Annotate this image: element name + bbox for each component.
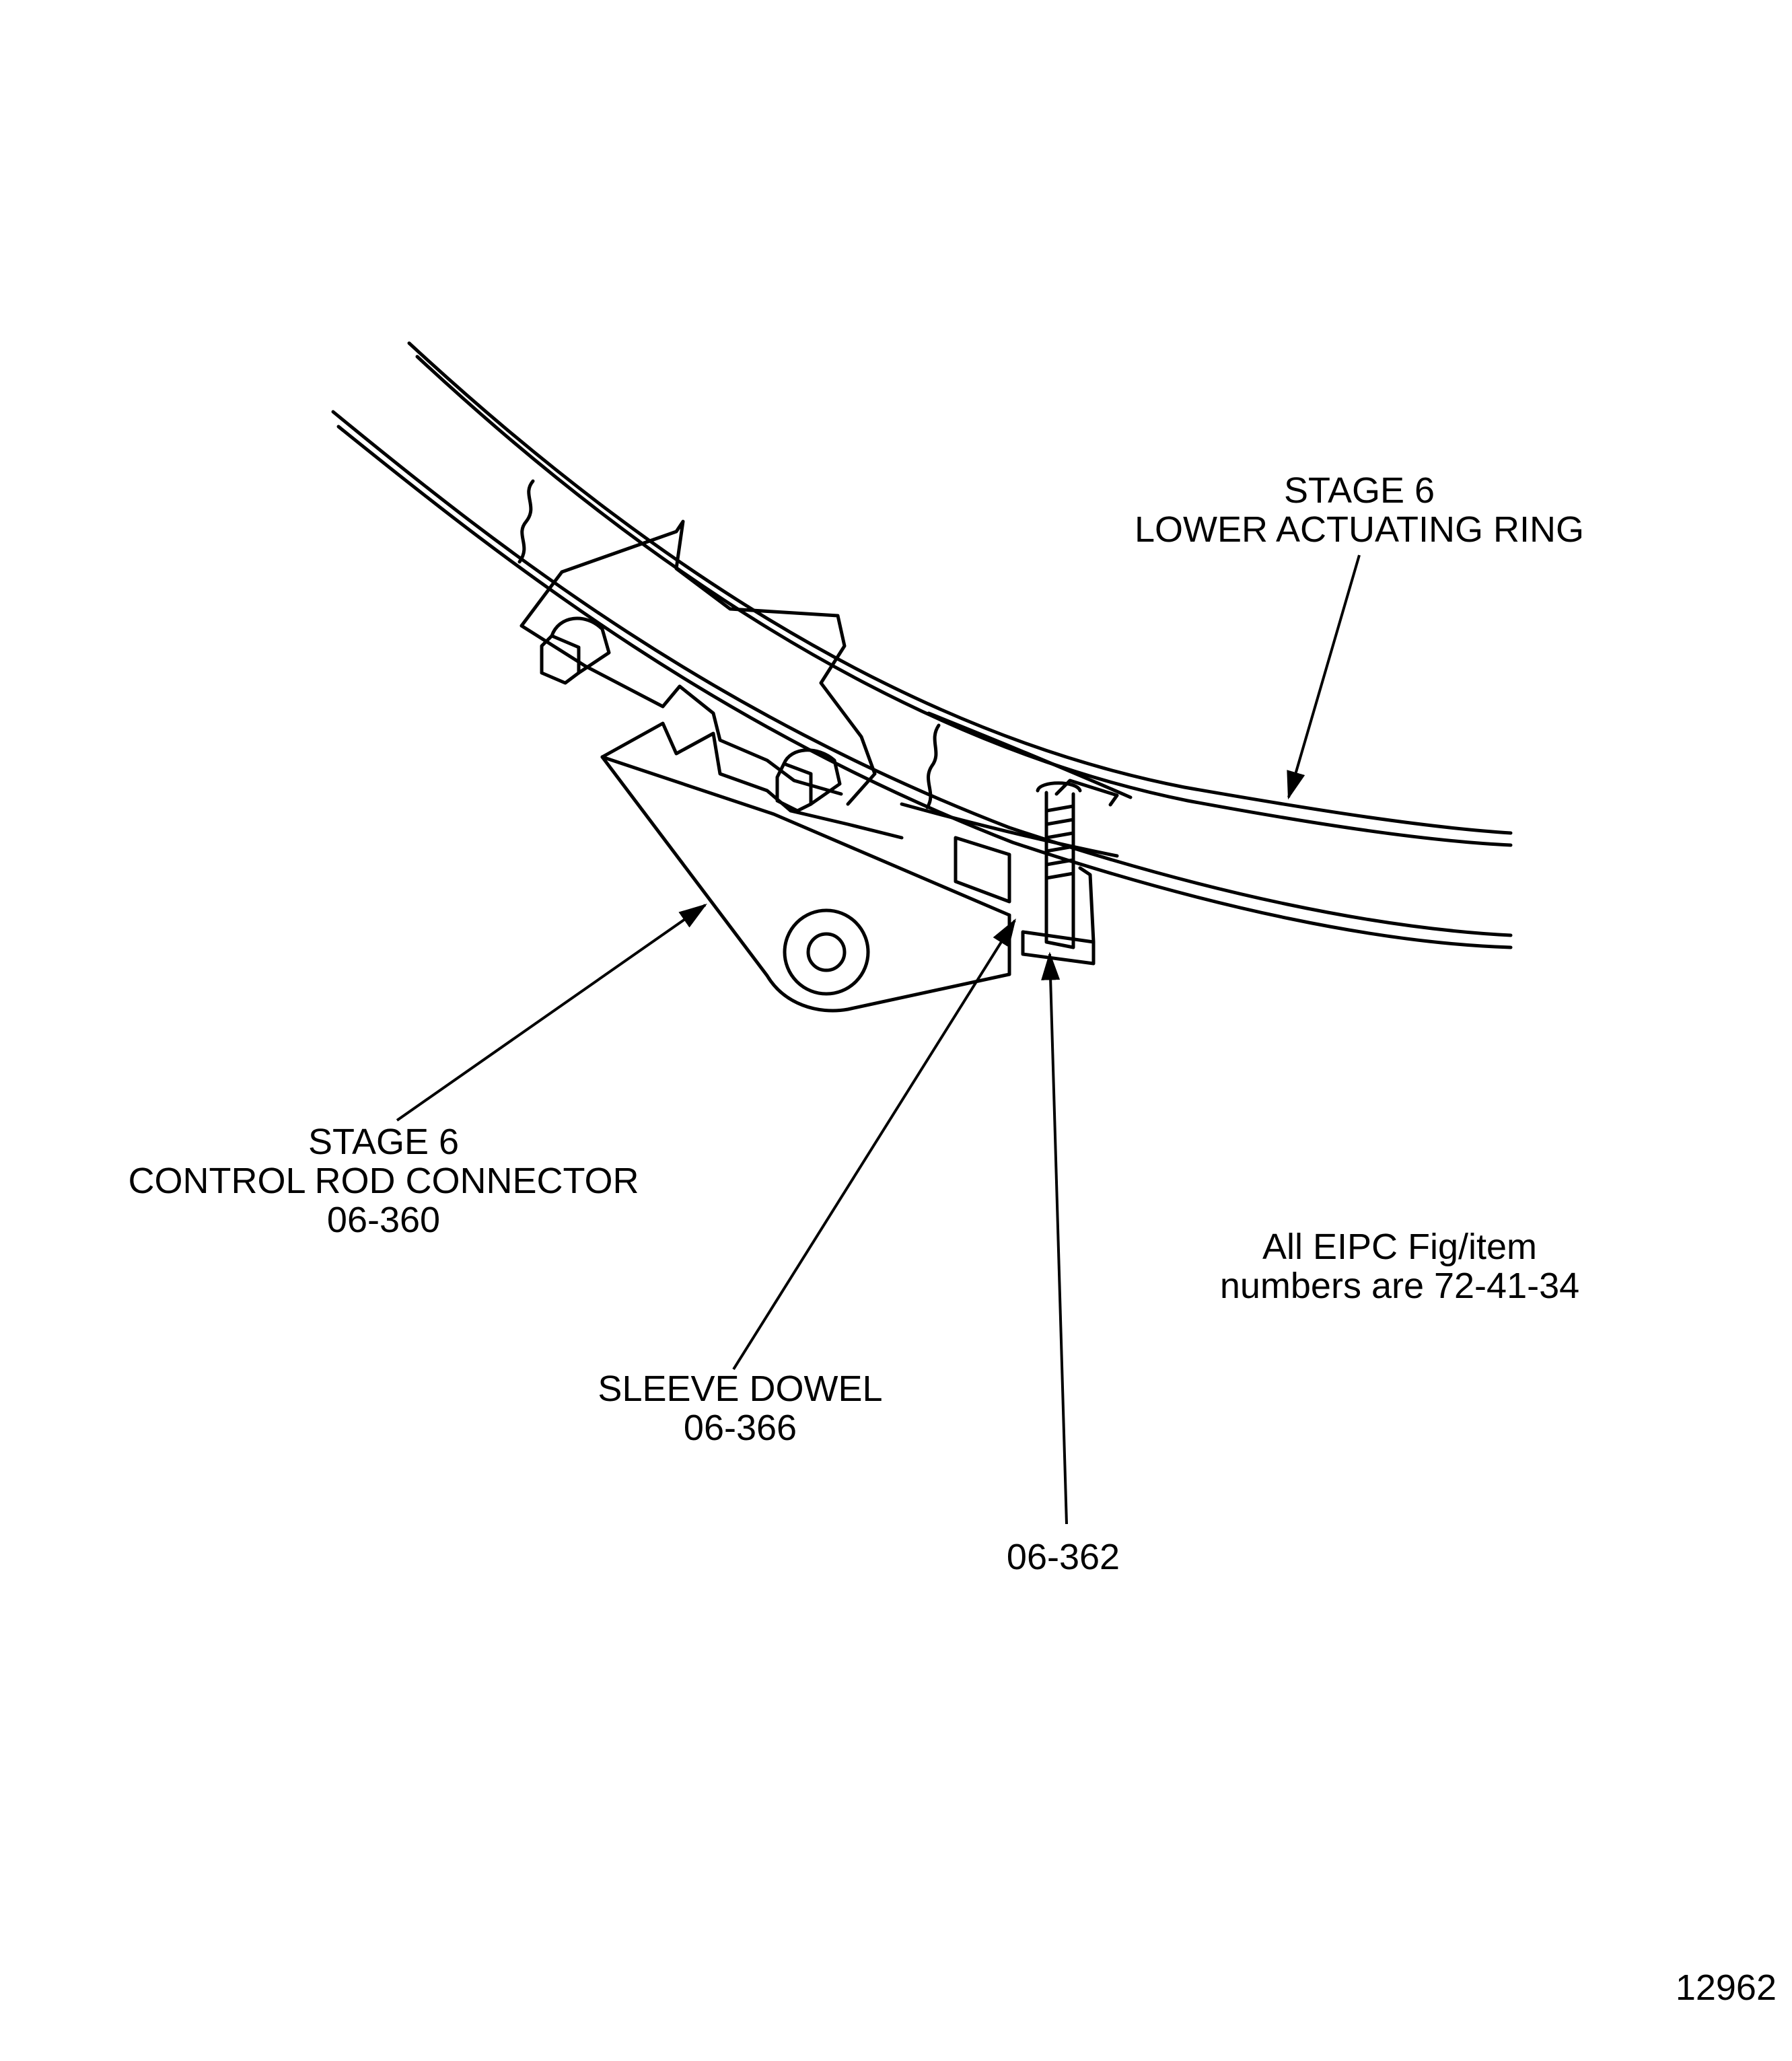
dowel-callout-line1: SLEEVE DOWEL — [598, 1369, 883, 1409]
ring-callout-label: STAGE 6 LOWER ACTUATING RING — [1090, 471, 1628, 549]
figure-number: 12962 — [1675, 1967, 1777, 2008]
ring-callout-line2: LOWER ACTUATING RING — [1134, 509, 1585, 550]
dowel-callout-label: SLEEVE DOWEL 06-366 — [538, 1369, 942, 1447]
threaded-bolt — [1021, 779, 1119, 966]
dowel-callout-line2: 06-366 — [683, 1408, 797, 1448]
eipc-note-line2: numbers are 72-41-34 — [1219, 1266, 1580, 1306]
connector-callout-line1: STAGE 6 — [308, 1122, 460, 1162]
connector-callout-label: STAGE 6 CONTROL ROD CONNECTOR 06-360 — [121, 1122, 646, 1239]
bolt-heads — [540, 616, 842, 813]
ring-callout-line1: STAGE 6 — [1283, 470, 1435, 511]
actuating-ring — [331, 341, 1513, 949]
bolt-leader — [1041, 951, 1068, 1525]
connector-leader — [396, 903, 707, 1122]
eipc-note: All EIPC Fig/item numbers are 72-41-34 — [1144, 1227, 1655, 1305]
connector-callout-line2: CONTROL ROD CONNECTOR — [128, 1161, 639, 1201]
control-rod-connector — [519, 519, 1011, 1013]
ring-leader — [1287, 554, 1361, 800]
bolt-callout-label: 06-362 — [942, 1538, 1184, 1577]
break-line — [517, 479, 941, 809]
connector-callout-line3: 06-360 — [326, 1200, 441, 1240]
dowel-leader — [732, 918, 1016, 1371]
eipc-note-line1: All EIPC Fig/item — [1262, 1227, 1538, 1267]
leader-lines — [396, 554, 1361, 1525]
bolt-callout-line1: 06-362 — [1006, 1537, 1120, 1577]
